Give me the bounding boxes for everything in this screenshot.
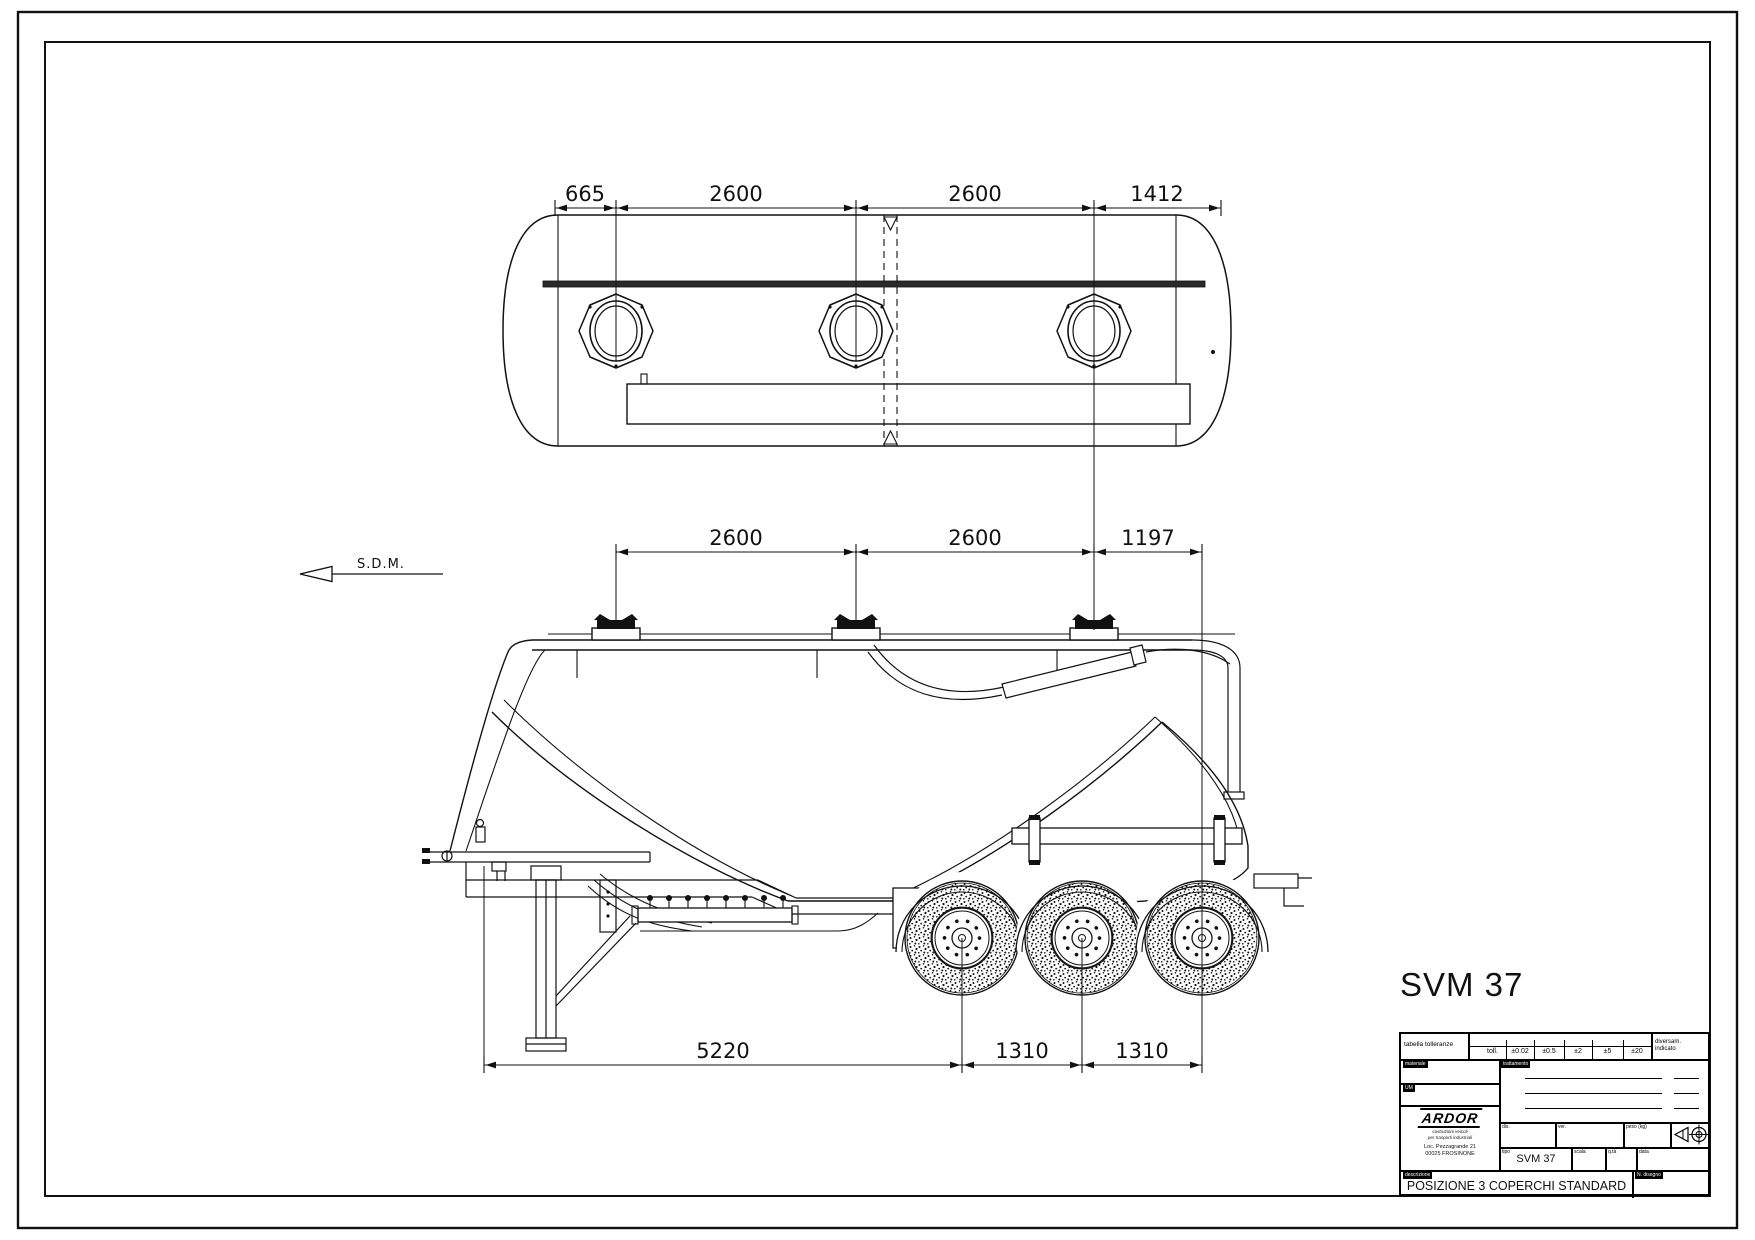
dimension-row: 2600 2600 1197	[615, 526, 1203, 560]
dim-arrow	[950, 1061, 961, 1069]
landing-gear	[525, 865, 637, 1052]
top-rail	[542, 280, 1206, 288]
direction-arrow: S.D.M.	[299, 557, 443, 583]
dim-arrow	[485, 1061, 496, 1069]
model-title: SVM 37	[1400, 966, 1524, 1003]
peso-label: peso (kg)	[1626, 1124, 1647, 1130]
ndisegno-label: N. disegno	[1635, 1172, 1663, 1179]
dim-arrow	[617, 204, 628, 212]
arrowhead	[299, 565, 333, 583]
dimension-label: 665	[565, 182, 605, 206]
dim-arrow	[1190, 548, 1201, 556]
tipo-value: SVM 37	[1516, 1153, 1556, 1165]
hopper-cones	[491, 699, 1249, 903]
baffle-seams	[576, 650, 1058, 678]
dim-arrow	[1083, 1061, 1094, 1069]
title-block: tabella tolleranze toll. ±0.02 ±0.5 ±2 ±…	[1399, 1032, 1710, 1198]
tolerance-value: ±0.02	[1511, 1048, 1529, 1055]
company-logo: ARDOR costruzioni veicoli per trasporti …	[1407, 1108, 1493, 1158]
front-slope-outer	[449, 639, 533, 852]
dimension-rows: 665 2600 2600 1412 2600 2600 1197 5220 1310 1310	[483, 182, 1222, 1073]
dim-arrow	[963, 1061, 974, 1069]
tolerance-value: ±5	[1603, 1048, 1612, 1055]
dim-arrow	[604, 204, 615, 212]
data-label: data	[1639, 1149, 1649, 1155]
dim-arrow	[617, 548, 628, 556]
section-marker-top	[883, 216, 898, 232]
vent-dot	[1211, 350, 1215, 354]
dimension-label: 2600	[948, 526, 1001, 550]
dim-arrow	[1082, 548, 1093, 556]
side-guard-bar	[1011, 815, 1243, 865]
dim-arrow	[844, 204, 855, 212]
company-tagline-2: per trasporti industriali	[1427, 1134, 1473, 1140]
dim-arrow	[857, 548, 868, 556]
side-view	[422, 614, 1312, 1052]
um-label: UM	[1403, 1085, 1415, 1092]
projection-symbol-icon	[1673, 1124, 1709, 1145]
dim-arrow	[1209, 204, 1220, 212]
dim-arrow	[1082, 204, 1093, 212]
outer-frame	[16, 10, 1739, 1230]
dimension-row: 5220 1310 1310	[483, 1039, 1203, 1073]
tolerance-value: ±20	[1631, 1048, 1643, 1055]
front-chassis	[422, 818, 893, 915]
scala-label: scala	[1574, 1149, 1586, 1155]
dim-arrow	[1095, 204, 1106, 212]
revision-rule	[1674, 1108, 1699, 1109]
tolerance-value: ±2	[1574, 1048, 1582, 1055]
company-address-1: Loc. Pezzagrande 21	[1424, 1144, 1476, 1150]
revision-rule	[1674, 1078, 1699, 1079]
dimension-label: 2600	[709, 182, 762, 206]
dimension-label: 2600	[948, 182, 1001, 206]
dimension-label: 1310	[995, 1039, 1048, 1063]
description-value: POSIZIONE 3 COPERCHI STANDARD	[1406, 1179, 1627, 1193]
diversam-label-1: diversam.	[1655, 1039, 1682, 1045]
diversam-label-2: indicato	[1655, 1046, 1676, 1052]
front-slope-inner	[465, 649, 546, 852]
catwalk	[626, 383, 1191, 425]
descrizione-label: descrizione	[1403, 1172, 1433, 1179]
dim-arrow	[857, 204, 868, 212]
tank-top-edge	[532, 639, 1192, 651]
trattamento-label: trattamento	[1501, 1061, 1531, 1068]
dis-label: dis.	[1502, 1124, 1510, 1130]
revision-rule	[1674, 1093, 1699, 1094]
top-view	[502, 214, 1232, 447]
revision-rule	[1525, 1093, 1662, 1094]
company-tagline-1: costruzioni veicoli	[1432, 1129, 1468, 1134]
dim-arrow	[1190, 1061, 1201, 1069]
dim-arrow	[1095, 548, 1106, 556]
ver-label: ver.	[1558, 1124, 1567, 1130]
dim-arrow	[1070, 1061, 1081, 1069]
dimension-label: 1197	[1121, 526, 1174, 550]
top-hatches	[591, 614, 1119, 641]
rear-bracket	[1253, 873, 1312, 907]
section-lines	[883, 215, 898, 446]
dimension-label: 1412	[1130, 182, 1183, 206]
dimension-label: 1310	[1115, 1039, 1168, 1063]
dim-arrow	[844, 548, 855, 556]
rear-piping	[867, 639, 1245, 800]
tolerance-value: ±0.5	[1542, 1048, 1556, 1055]
company-name: ARDOR	[1417, 1108, 1483, 1128]
section-marker-bottom	[883, 429, 898, 445]
toll-label: toll.	[1487, 1048, 1498, 1055]
tipo-label: tipo	[1502, 1149, 1511, 1155]
dimension-row: 665 2600 2600 1412	[554, 182, 1222, 216]
qta-label: q.tà	[1608, 1149, 1617, 1155]
dimension-label: 2600	[709, 526, 762, 550]
revision-rule	[1525, 1078, 1662, 1079]
dim-arrow	[556, 204, 567, 212]
materiale-label: materiale	[1403, 1061, 1428, 1068]
company-address-2: 00025 FROSINONE	[1425, 1151, 1475, 1157]
piping-manifold	[587, 873, 879, 932]
revision-rule	[1525, 1108, 1662, 1109]
tolerance-table-label: tabella tolleranze	[1404, 1041, 1454, 1048]
direction-label: S.D.M.	[357, 557, 405, 572]
inner-frame	[44, 41, 1711, 1197]
dimension-label: 5220	[696, 1039, 749, 1063]
catwalk-notch	[640, 373, 648, 385]
